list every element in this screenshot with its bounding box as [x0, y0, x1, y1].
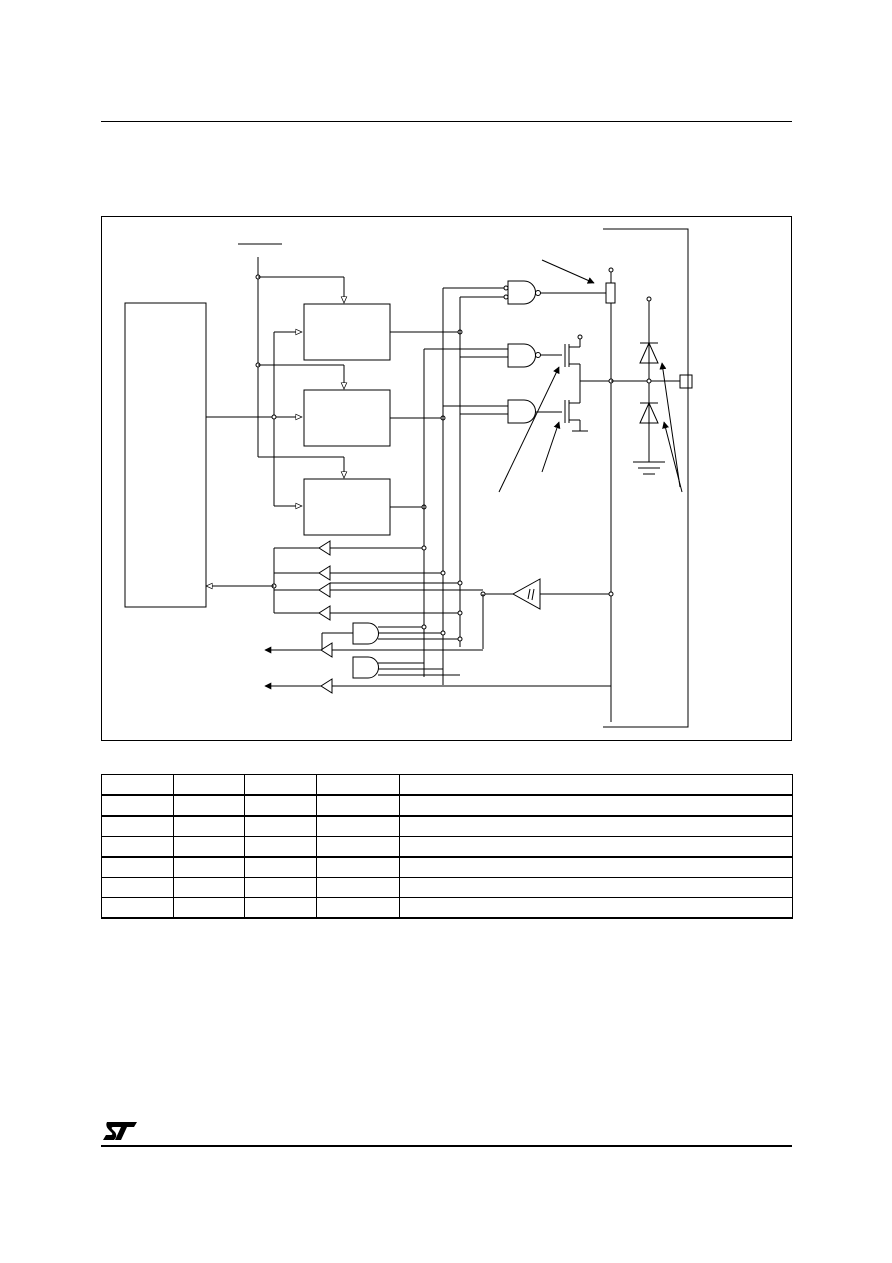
block-diagram [124, 228, 693, 728]
table-header-row [101, 774, 793, 796]
table-row [101, 877, 793, 898]
table-row [101, 856, 793, 878]
block-diagram-figure [101, 216, 792, 741]
header-rule [101, 121, 792, 122]
schmitt-trigger [511, 578, 541, 610]
spec-table [101, 774, 793, 919]
nand-gate-1 [507, 280, 536, 305]
table-row [101, 836, 793, 858]
pad [679, 374, 693, 389]
table-row [101, 815, 793, 837]
pullup-resistor [605, 282, 616, 304]
table-row [101, 897, 793, 919]
and-gate-5 [352, 656, 379, 679]
latch-block-1 [303, 303, 391, 361]
control-logic-block [124, 302, 207, 608]
st-logo [103, 1122, 137, 1140]
table-row [101, 794, 793, 817]
latch-block-3 [303, 478, 391, 536]
output-buffer-2 [320, 678, 333, 694]
diode-upper [639, 341, 659, 364]
and-gate-4 [352, 622, 379, 645]
latch-block-2 [303, 389, 391, 447]
output-buffer-1 [320, 642, 333, 658]
nand-gate-2 [507, 343, 536, 368]
diode-lower [639, 401, 659, 424]
footer-rule [101, 1145, 792, 1147]
and-gate-3 [507, 399, 536, 424]
